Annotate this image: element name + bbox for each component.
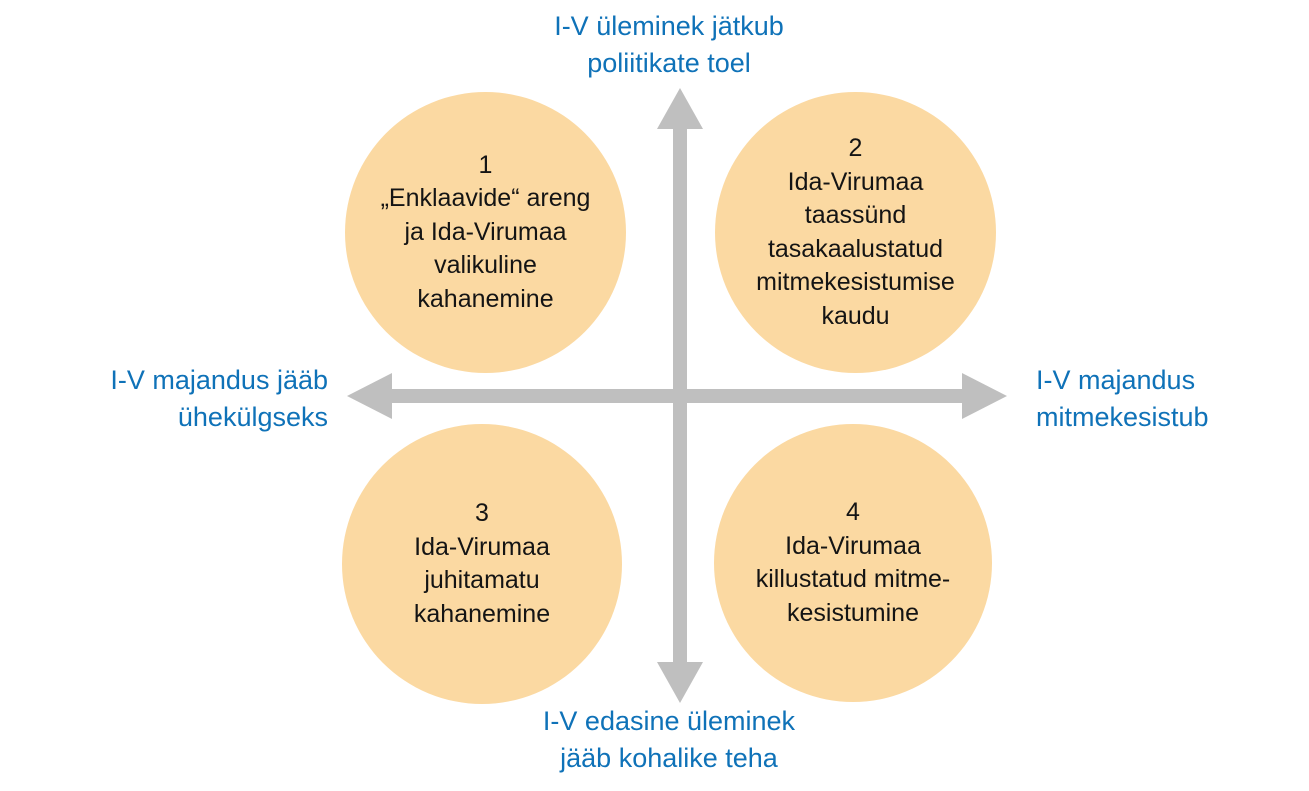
quadrant-number-4: 4 — [846, 498, 860, 526]
quadrant-number-1: 1 — [478, 150, 493, 179]
quadrant-text-4: Ida-Virumaa killustatud mitme- kesistumi… — [755, 531, 951, 627]
quadrant-number-2: 2 — [848, 134, 863, 162]
quadrant-text-2: Ida-Virumaa taassünd tasakaalustatud mit… — [756, 167, 955, 330]
axis-label-top: I-V üleminek jätkub poliitikate toel — [554, 11, 784, 78]
vertical-axis-arrow — [657, 88, 703, 703]
axis-label-left: I-V majandus jääb ühekülgseks — [110, 365, 328, 432]
quadrant-circle-4: 4 Ida-Virumaa killustatud mitme- kesistu… — [714, 424, 992, 702]
horizontal-axis-arrow — [347, 373, 1007, 419]
axis-label-bottom: I-V edasine üleminek jääb kohalike teha — [542, 706, 796, 773]
axis-label-right: I-V majandus mitmekesistub — [1036, 365, 1209, 432]
quadrant-circle-2: 2 Ida-Virumaa taassünd tasakaalustatud m… — [715, 92, 996, 373]
quadrant-text-1: „Enklaavide“ areng ja Ida-Virumaa valiku… — [380, 184, 591, 313]
quadrant-number-3: 3 — [475, 499, 489, 527]
quadrant-text-3: Ida-Virumaa juhitamatu kahanemine — [413, 532, 551, 628]
quadrant-circle-1: 1 „Enklaavide“ areng ja Ida-Virumaa vali… — [345, 92, 626, 373]
quadrant-circle-3: 3 Ida-Virumaa juhitamatu kahanemine — [342, 424, 622, 704]
